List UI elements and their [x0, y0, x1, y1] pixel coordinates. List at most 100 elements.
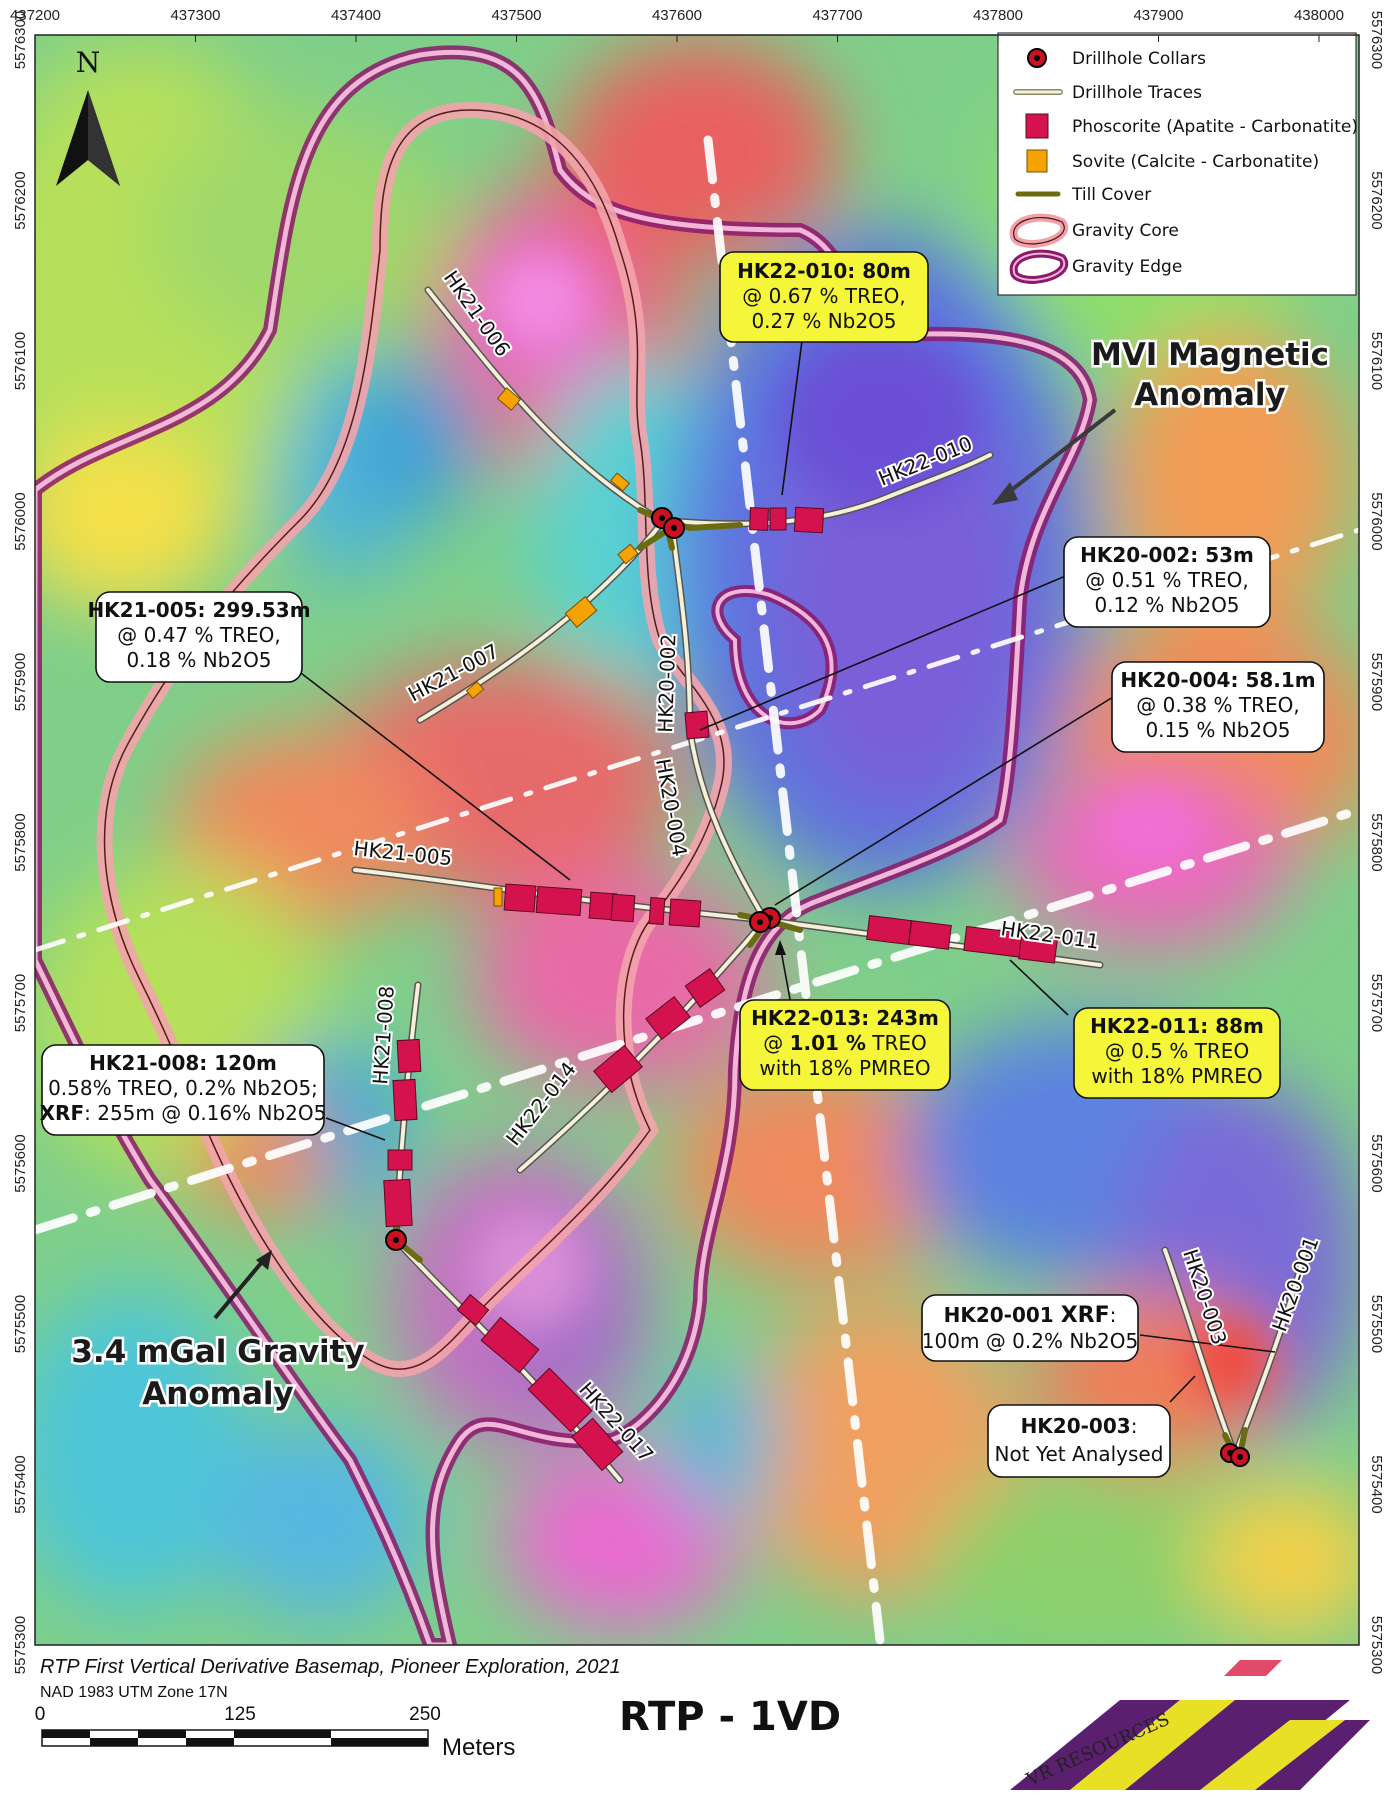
callout-hk22-013-line2: with 18% PMREO [759, 1056, 930, 1080]
legend-label-gravity-edge: Gravity Edge [1072, 257, 1182, 277]
y-tick-label: 5575600 [12, 1134, 29, 1192]
x-tick-label: 437700 [812, 7, 862, 24]
legend-label-till: Till Cover [1071, 185, 1151, 205]
callout-hk20-001: HK20-001 XRF: 100m @ 0.2% Nb2O5 [921, 1294, 1139, 1362]
north-arrow-label: N [76, 46, 101, 79]
legend-label-collars: Drillhole Collars [1072, 49, 1206, 69]
callout-hk22-013-title: HK22-013: 243m [751, 1006, 939, 1030]
phoscorite-swatch [1025, 113, 1049, 139]
scale-label-0: 0 [35, 1704, 46, 1725]
callout-hk20-003: HK20-003: Not Yet Analysed [987, 1404, 1171, 1478]
callout-hk20-002-title: HK20-002: 53m [1080, 543, 1254, 567]
legend-item-gravity-edge: Gravity Edge [1009, 249, 1182, 285]
y-tick-label: 5575500 [1368, 1295, 1385, 1353]
callout-hk22-011: HK22-011: 88m @ 0.5 % TREO with 18% PMRE… [1073, 1007, 1281, 1099]
x-tick-label: 437600 [652, 7, 702, 24]
mvi-anomaly-line2: Anomaly [1134, 377, 1285, 413]
callout-hk22-010-title: HK22-010: 80m [737, 259, 911, 283]
y-tick-label: 5576300 [12, 11, 29, 69]
callout-hk20-004-line2: 0.15 % Nb2O5 [1145, 718, 1290, 742]
mvi-arrow-icon [992, 482, 1018, 505]
y-tick-label: 5576000 [12, 492, 29, 550]
y-tick-label: 5575700 [1368, 974, 1385, 1032]
y-axis-ticks-right: 5576300557620055761005576000557590055758… [1368, 11, 1385, 1674]
scale-label-125: 125 [224, 1704, 256, 1725]
y-tick-label: 5576100 [12, 332, 29, 390]
y-tick-label: 5575800 [12, 813, 29, 871]
y-tick-label: 5575900 [1368, 653, 1385, 711]
x-tick-label: 437400 [331, 7, 381, 24]
callout-hk21-008-title: HK21-008: 120m [89, 1051, 277, 1075]
gravity-edge-outline [35, 45, 1098, 1645]
map-frame [34, 34, 1360, 1646]
map-title: RTP - 1VD [619, 1694, 841, 1740]
legend-item-traces: Drillhole Traces [1013, 83, 1202, 103]
drillhole-collars [385, 507, 1250, 1467]
sovite-swatch [1026, 149, 1048, 173]
gravity-core-outline [96, 101, 733, 1378]
gravity-anomaly-line1: 3.4 mGal Gravity [71, 1334, 364, 1370]
y-tick-label: 5576200 [1368, 171, 1385, 229]
callout-hk20-003-title: HK20-003: [1021, 1414, 1138, 1438]
y-tick-label: 5575400 [1368, 1455, 1385, 1513]
callout-hk22-010-line1: @ 0.67 % TREO, [742, 284, 905, 308]
y-tick-label: 5575700 [12, 974, 29, 1032]
x-tick-label: 437800 [973, 7, 1023, 24]
callout-leaders [296, 332, 1276, 1403]
callout-hk21-005-title: HK21-005: 299.53m [87, 598, 310, 622]
sovite-intervals [465, 387, 639, 907]
callout-hk20-004: HK20-004: 58.1m @ 0.38 % TREO, 0.15 % Nb… [1111, 661, 1325, 753]
collar-hk22-010 [663, 517, 685, 539]
scale-bar: 0 125 250 Meters [35, 1704, 516, 1761]
legend-label-phoscorite: Phoscorite (Apatite - Carbonatite) [1072, 117, 1358, 137]
callout-hk21-005-line1: @ 0.47 % TREO, [117, 623, 280, 647]
callout-hk21-005-line2: 0.18 % Nb2O5 [126, 648, 271, 672]
mvi-anomaly-annotation: MVI Magnetic Anomaly [992, 335, 1332, 505]
x-tick-label: 437200 [10, 7, 60, 24]
callout-hk20-001-line1: 100m @ 0.2% Nb2O5 [922, 1329, 1138, 1353]
callout-hk22-011-title: HK22-011: 88m [1090, 1014, 1264, 1038]
callout-hk20-002-line2: 0.12 % Nb2O5 [1094, 593, 1239, 617]
legend-item-phoscorite: Phoscorite (Apatite - Carbonatite) [1025, 113, 1358, 139]
callout-hk20-002-line1: @ 0.51 % TREO, [1085, 568, 1248, 592]
phoscorite-intervals [383, 506, 1058, 1472]
callout-hk21-008-line2: XRF: 255m @ 0.16% Nb2O5 [40, 1101, 327, 1125]
basemap-caption: RTP First Vertical Derivative Basemap, P… [40, 1656, 621, 1678]
callout-hk22-011-line2: with 18% PMREO [1091, 1064, 1262, 1088]
y-tick-label: 5575800 [1368, 813, 1385, 871]
callout-hk21-008-line1: 0.58% TREO, 0.2% Nb2O5; [48, 1076, 318, 1100]
x-tick-label: 437300 [170, 7, 220, 24]
scale-unit: Meters [442, 1734, 515, 1761]
projection-label: NAD 1983 UTM Zone 17N [40, 1684, 228, 1701]
y-tick-label: 5575300 [12, 1616, 29, 1674]
callout-hk20-002: HK20-002: 53m @ 0.51 % TREO, 0.12 % Nb2O… [1063, 536, 1271, 628]
callout-hk20-004-line1: @ 0.38 % TREO, [1136, 693, 1299, 717]
legend-item-gravity-core: Gravity Core [1009, 213, 1179, 249]
legend-item-till: Till Cover [1015, 185, 1151, 205]
x-tick-label: 438000 [1294, 7, 1344, 24]
callout-hk20-003-line1: Not Yet Analysed [995, 1442, 1164, 1466]
legend: Drillhole Collars Drillhole Traces Phosc… [997, 32, 1358, 296]
y-tick-label: 5575400 [12, 1455, 29, 1513]
callout-hk22-013: HK22-013: 243m @ 1.01 % TREO with 18% PM… [739, 999, 951, 1091]
callout-hk22-010: HK22-010: 80m @ 0.67 % TREO, 0.27 % Nb2O… [719, 251, 929, 343]
y-tick-label: 5576200 [12, 171, 29, 229]
gravity-arrow-icon [256, 1250, 272, 1270]
gravity-anomaly-annotation: 3.4 mGal Gravity Anomaly [69, 1250, 367, 1415]
y-tick-label: 5575300 [1368, 1616, 1385, 1674]
y-tick-label: 5576300 [1368, 11, 1385, 69]
callout-hk20-004-title: HK20-004: 58.1m [1120, 668, 1315, 692]
hk22-013-arrowhead [775, 940, 786, 955]
legend-label-traces: Drillhole Traces [1072, 83, 1202, 103]
y-tick-label: 5575500 [12, 1295, 29, 1353]
callout-hk21-008: HK21-008: 120m 0.58% TREO, 0.2% Nb2O5; X… [40, 1044, 327, 1136]
y-tick-label: 5576000 [1368, 492, 1385, 550]
x-tick-label: 437900 [1133, 7, 1183, 24]
gravity-anomaly-line2: Anomaly [142, 1376, 293, 1412]
callout-hk20-001-title: HK20-001 XRF: [944, 1303, 1117, 1328]
y-tick-label: 5575900 [12, 653, 29, 711]
label-hk20-002: HK20-002 [653, 633, 680, 733]
mvi-anomaly-line1: MVI Magnetic [1091, 337, 1329, 373]
collar-hk21-008 [385, 1229, 407, 1251]
